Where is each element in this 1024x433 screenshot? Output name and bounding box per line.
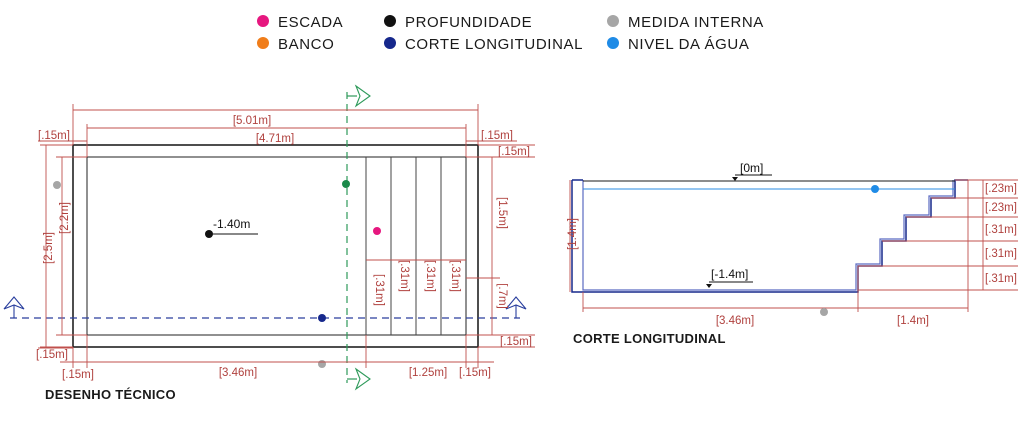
dim-step2: [.31m] bbox=[398, 260, 410, 292]
dim-stair-tail: [.7m] bbox=[496, 283, 508, 309]
dim-riser3: [.31m] bbox=[985, 224, 1017, 236]
legend-label-corte-longitudinal: CORTE LONGITUDINAL bbox=[405, 36, 583, 53]
cut-arrow-right-icon bbox=[505, 296, 527, 310]
legend-label-medida-interna: MEDIDA INTERNA bbox=[628, 14, 764, 31]
dim-wall-right-top: [.15m] bbox=[498, 146, 530, 158]
section-medida-marker bbox=[820, 308, 828, 316]
dim-step3: [.31m] bbox=[424, 260, 436, 292]
medida-interna-marker bbox=[318, 360, 326, 368]
cut-arrow-left-icon bbox=[3, 296, 25, 310]
dim-section-floor: [3.46m] bbox=[716, 315, 754, 327]
banco-marker bbox=[342, 180, 350, 188]
legend-item-profundidade: PROFUNDIDADE bbox=[384, 14, 532, 31]
corte-dot bbox=[384, 37, 396, 49]
dim-bottom-right: [.15m] bbox=[459, 367, 491, 379]
pool-inner-outline bbox=[86, 156, 467, 336]
cut-arrow-top-icon bbox=[354, 84, 371, 108]
level-marker-top: [0m] bbox=[732, 161, 772, 181]
section-profile-outer bbox=[571, 179, 968, 293]
dim-wall-bottom-right: [.15m] bbox=[500, 336, 532, 348]
plan-bottom-dimensions: [.15m] [.15m] [3.46m] [1.25m] [.15m] bbox=[36, 335, 494, 381]
corte-marker bbox=[318, 314, 326, 322]
section-view: [0m] [-1.4m] [1.4m] [3.46m] [1.4m] [.23m… bbox=[567, 161, 1018, 346]
section-water-level: [0m] bbox=[740, 161, 763, 175]
legend-item-corte-longitudinal: CORTE LONGITUDINAL bbox=[384, 36, 583, 53]
banco-dot bbox=[257, 37, 269, 49]
section-riser-dimensions: [.23m] [.23m] [.31m] [.31m] [.31m] bbox=[858, 179, 1018, 291]
medida-interna-marker-left bbox=[53, 181, 61, 189]
legend-item-banco: BANCO bbox=[257, 36, 334, 53]
level-arrow-top-icon bbox=[732, 177, 738, 181]
dim-step1: [.31m] bbox=[373, 274, 385, 306]
dim-bottom-left: [.15m] bbox=[62, 369, 94, 381]
cut-arrow-bottom-icon bbox=[354, 367, 371, 391]
nivel-agua-marker bbox=[871, 185, 879, 193]
legend-item-nivel-agua: NIVEL DA ÁGUA bbox=[607, 36, 749, 53]
section-profile-inner bbox=[582, 180, 954, 291]
plan-caption: DESENHO TÉCNICO bbox=[45, 387, 176, 402]
legend: ESCADA BANCO PROFUNDIDADE CORTE LONGITUD… bbox=[257, 14, 764, 53]
escada-marker bbox=[373, 227, 381, 235]
section-caption: CORTE LONGITUDINAL bbox=[573, 331, 726, 346]
legend-label-nivel-agua: NIVEL DA ÁGUA bbox=[628, 36, 749, 53]
dim-wall-top-left: [.15m] bbox=[38, 130, 70, 142]
dim-bottom-stair: [1.25m] bbox=[409, 367, 447, 379]
dim-riser1: [.23m] bbox=[985, 183, 1017, 195]
plan-right-dimensions: [1.5m] [.7m] [.15m] bbox=[466, 157, 535, 348]
transverse-cut-line bbox=[342, 84, 371, 391]
legend-label-banco: BANCO bbox=[278, 36, 334, 53]
legend-label-escada: ESCADA bbox=[278, 14, 343, 31]
dim-wall-bottom-left: [.15m] bbox=[36, 349, 68, 361]
legend-item-medida-interna: MEDIDA INTERNA bbox=[607, 14, 764, 31]
dim-inner-length: [4.71m] bbox=[256, 133, 294, 145]
dim-riser2: [.23m] bbox=[985, 202, 1017, 214]
legend-item-escada: ESCADA bbox=[257, 14, 343, 31]
medida-dot bbox=[607, 15, 619, 27]
dim-riser5: [.31m] bbox=[985, 273, 1017, 285]
dim-bottom-main: [3.46m] bbox=[219, 367, 257, 379]
level-arrow-floor-icon bbox=[706, 284, 712, 288]
plan-view: -1.40m [5.01m] [4.71m] [.15m] [.15m] [.1… bbox=[3, 84, 535, 402]
dim-wall-top-right: [.15m] bbox=[481, 130, 513, 142]
dim-section-depth: [1.4m] bbox=[567, 218, 579, 250]
plan-depth-label: -1.40m bbox=[213, 217, 250, 231]
dim-stair-width: [1.5m] bbox=[496, 197, 508, 229]
escada-dot bbox=[257, 15, 269, 27]
plan-top-dimensions: [5.01m] [4.71m] [.15m] [.15m] [.15m] bbox=[38, 104, 535, 158]
plan-left-dimensions: [2.5m] [2.2m] bbox=[40, 144, 87, 348]
dim-step4: [.31m] bbox=[449, 260, 461, 292]
dim-section-stair: [1.4m] bbox=[897, 315, 929, 327]
legend-label-profundidade: PROFUNDIDADE bbox=[405, 14, 532, 31]
pool-outer-outline bbox=[72, 144, 479, 348]
longitudinal-cut-line bbox=[3, 296, 527, 322]
dim-total-length: [5.01m] bbox=[233, 115, 271, 127]
profundidade-dot bbox=[384, 15, 396, 27]
plan-step-dimensions: [.31m] [.31m] [.31m] [.31m] bbox=[366, 259, 466, 306]
section-floor-level: [-1.4m] bbox=[711, 267, 748, 281]
nivel-dot bbox=[607, 37, 619, 49]
dim-riser4: [.31m] bbox=[985, 248, 1017, 260]
dim-total-width: [2.5m] bbox=[43, 232, 55, 264]
depth-marker: -1.40m bbox=[205, 217, 258, 238]
stair-steps bbox=[365, 157, 442, 335]
dim-inner-width: [2.2m] bbox=[59, 202, 71, 234]
level-marker-floor: [-1.4m] bbox=[706, 267, 753, 288]
